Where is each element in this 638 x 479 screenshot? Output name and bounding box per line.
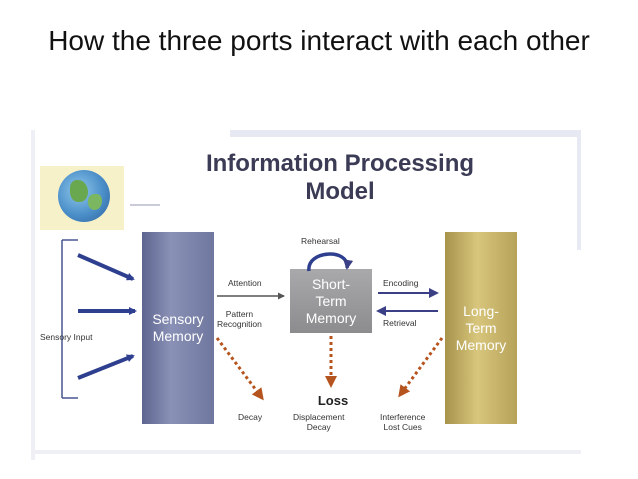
diagram-title-line-1: Information Processing [205, 150, 475, 177]
retrieval-label: Retrieval [383, 318, 417, 328]
ltm-label-3: Memory [455, 336, 507, 353]
figure-frame-left [31, 130, 35, 460]
diagram-title: Information Processing Model [150, 150, 530, 206]
figure-frame-right [577, 130, 581, 250]
displacement-decay-label: Displacement Decay [293, 412, 345, 432]
sensory-input-label: Sensory Input [40, 332, 93, 342]
interference-lost-cues-label: Interference Lost Cues [380, 412, 425, 432]
stm-label-2: Term [315, 292, 347, 309]
figure-frame-top [230, 130, 580, 137]
rehearsal-label: Rehearsal [301, 236, 340, 246]
stm-label-3: Memory [305, 309, 357, 326]
pattern-label: Pattern [225, 309, 254, 319]
interference-label: Interference [380, 412, 426, 422]
sensory-memory-box: Sensory Memory [142, 232, 214, 424]
recognition-label: Recognition [217, 319, 262, 329]
ltm-interference-arrow [398, 337, 444, 398]
globe-icon [58, 170, 110, 222]
input-arrow-top [77, 253, 135, 281]
short-term-memory-box: Short- Term Memory [290, 269, 372, 333]
rehearsal-loop-arrow [307, 252, 354, 272]
figure-frame-bottom [31, 450, 581, 454]
lost-cues-label: Lost Cues [383, 422, 422, 432]
pattern-recognition-label: Pattern Recognition [217, 309, 262, 329]
slide-title-text: How the three ports interact with each o… [48, 25, 590, 56]
attention-label: Attention [228, 278, 262, 288]
sensory-memory-label-2: Memory [152, 328, 204, 344]
title-divider [130, 204, 160, 206]
loss-label: Loss [317, 393, 349, 408]
sensory-decay-arrow [215, 337, 264, 401]
ltm-label-2: Term [465, 319, 497, 336]
long-term-memory-box: Long- Term Memory [445, 232, 517, 424]
slide-title: How the three ports interact with each o… [20, 22, 618, 59]
diagram-title-line-2: Model [305, 178, 375, 205]
decay-label: Decay [238, 412, 263, 422]
sensory-memory-label-1: Sensory [152, 311, 204, 327]
input-arrow-bottom [77, 354, 135, 380]
stm-label-1: Short- [311, 275, 351, 292]
ltm-label-1: Long- [463, 302, 499, 319]
encoding-label: Encoding [383, 278, 419, 288]
displacement-decay-sublabel: Decay [306, 422, 331, 432]
displacement-label: Displacement [293, 412, 345, 422]
